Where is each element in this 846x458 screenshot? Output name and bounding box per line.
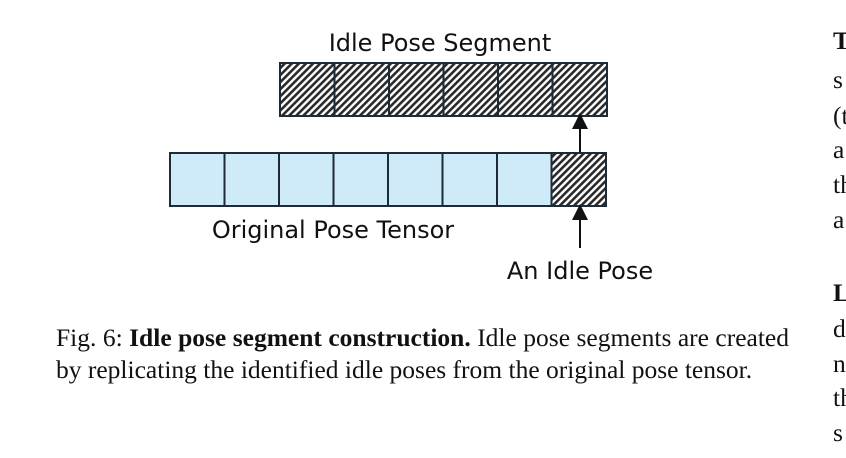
right-column-line: th: [833, 170, 846, 199]
right-column-line: a: [833, 135, 845, 164]
pose-cell: [223, 152, 280, 207]
figure-caption: Fig. 6: Idle pose segment construction. …: [56, 322, 789, 386]
right-column-line: s: [833, 418, 843, 447]
idle-pose-label: An Idle Pose: [507, 257, 653, 285]
right-column-line: T: [833, 26, 846, 55]
idle-pose-cell: [550, 152, 607, 207]
right-column-line: n: [833, 349, 846, 378]
caption-body: Idle pose segments are created by replic…: [56, 323, 789, 384]
right-column-line: a: [833, 205, 845, 234]
right-column-line: (t: [833, 101, 846, 130]
idle-pose-cell: [551, 62, 608, 117]
idle-pose-cell: [442, 62, 499, 117]
pose-cell: [387, 152, 444, 207]
original-pose-tensor: [169, 152, 607, 207]
idle-pose-segment: [279, 62, 608, 117]
right-column-line: L: [833, 278, 846, 307]
idle-pose-segment-label: Idle Pose Segment: [329, 29, 552, 57]
pose-cell: [278, 152, 335, 207]
idle-pose-cell: [333, 62, 390, 117]
idle-pose-figure: Idle Pose Segment Original Pose Tensor A…: [169, 29, 653, 285]
caption-title: Idle pose segment construction.: [129, 323, 471, 352]
idle-pose-cell: [388, 62, 445, 117]
pose-cell: [496, 152, 553, 207]
right-column-line: d: [833, 314, 846, 343]
right-column-line: s: [833, 65, 843, 94]
pose-cell: [332, 152, 389, 207]
caption-prefix: Fig. 6:: [56, 323, 130, 352]
pose-cell: [169, 152, 226, 207]
original-pose-tensor-label: Original Pose Tensor: [212, 216, 454, 244]
right-column-line: th: [833, 383, 846, 412]
idle-pose-cell: [497, 62, 554, 117]
pose-cell: [441, 152, 498, 207]
idle-pose-cell: [279, 62, 336, 117]
